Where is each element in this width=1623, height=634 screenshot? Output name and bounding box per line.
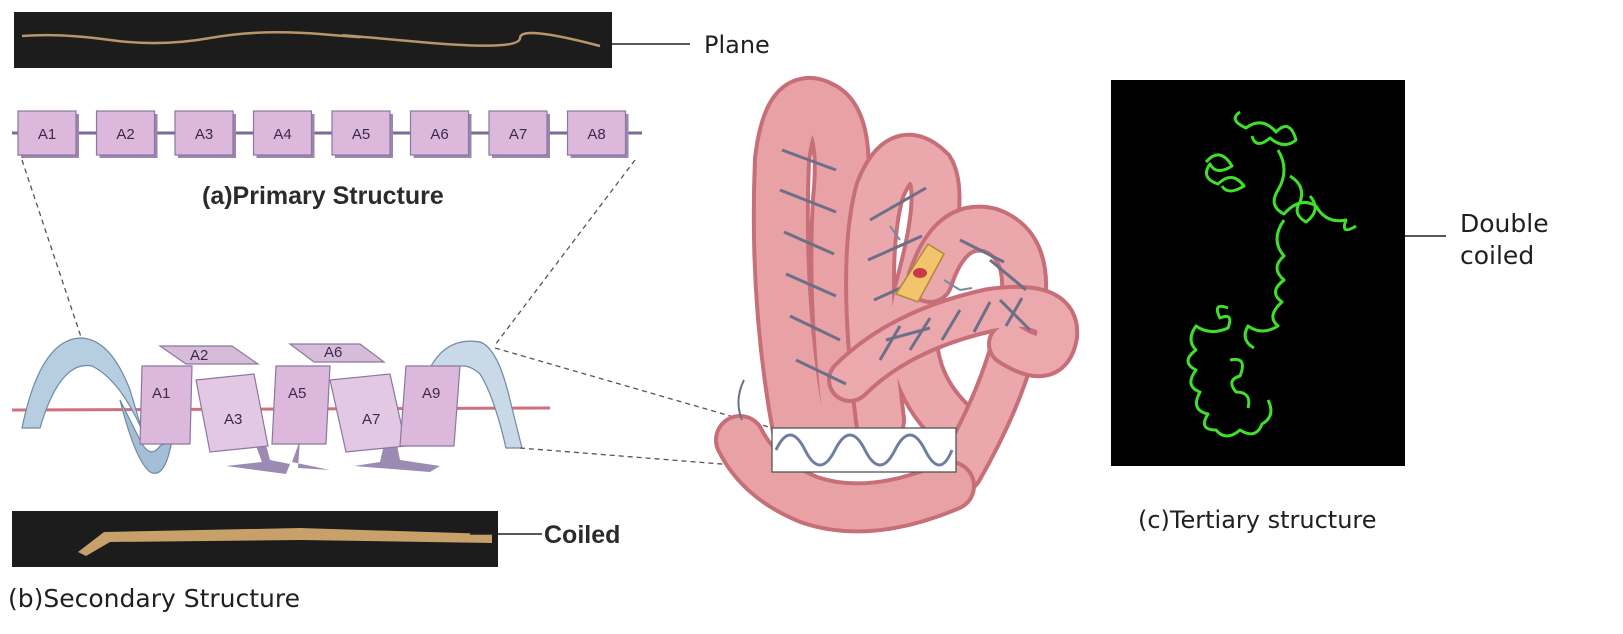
primary-unit-label: A1	[38, 126, 56, 143]
primary-unit-5: A5	[332, 111, 393, 158]
primary-chain: A1 A2 A3 A4 A5 A6 A7 A8	[12, 111, 642, 158]
zoom-dash-right	[495, 160, 635, 345]
helix-top-plate-1	[160, 346, 258, 364]
helix-block-5	[400, 366, 460, 446]
primary-unit-7: A7	[489, 111, 550, 158]
primary-unit-label: A4	[273, 126, 291, 143]
primary-unit-6: A6	[411, 111, 472, 158]
double-label-line2: coiled	[1460, 241, 1534, 270]
helix-block-label-1: A1	[152, 385, 170, 402]
primary-unit-label: A2	[116, 126, 134, 143]
secondary-structure-label: (b)Secondary Structure	[8, 584, 300, 613]
zoom-dash-left	[22, 160, 82, 340]
heme-iron	[913, 268, 927, 278]
helix-block-label-3: A5	[288, 385, 306, 402]
primary-unit-4: A4	[254, 111, 315, 158]
primary-unit-label: A7	[509, 126, 527, 143]
helix-block-label-2: A3	[224, 411, 242, 428]
helix-block-label-5: A9	[422, 385, 440, 402]
helix-top-label-1: A2	[190, 347, 208, 364]
helix-block-1	[140, 366, 192, 444]
helix-block-label-4: A7	[362, 411, 380, 428]
double-label-line1: Double	[1460, 209, 1549, 238]
helix-block-3	[272, 366, 330, 444]
helix-top-label-2: A6	[324, 344, 342, 361]
primary-unit-2: A2	[97, 111, 158, 158]
primary-unit-3: A3	[175, 111, 236, 158]
primary-unit-label: A8	[587, 126, 605, 143]
tertiary-panel	[1111, 80, 1405, 466]
primary-structure-label: (a)Primary Structure	[202, 182, 444, 210]
primary-unit-label: A3	[195, 126, 213, 143]
protein-tail	[738, 380, 744, 420]
primary-unit-1: A1	[18, 111, 79, 158]
primary-unit-8: A8	[568, 111, 629, 158]
coiled-label: Coiled	[544, 521, 620, 549]
primary-unit-label: A5	[352, 126, 370, 143]
folded-protein	[738, 105, 1056, 507]
plane-label: Plane	[704, 31, 770, 59]
secondary-helix: A2 A6 A1 A3 A5 A7 A9	[12, 338, 550, 474]
tertiary-structure-label: (c)Tertiary structure	[1138, 506, 1377, 534]
primary-unit-label: A6	[430, 126, 448, 143]
